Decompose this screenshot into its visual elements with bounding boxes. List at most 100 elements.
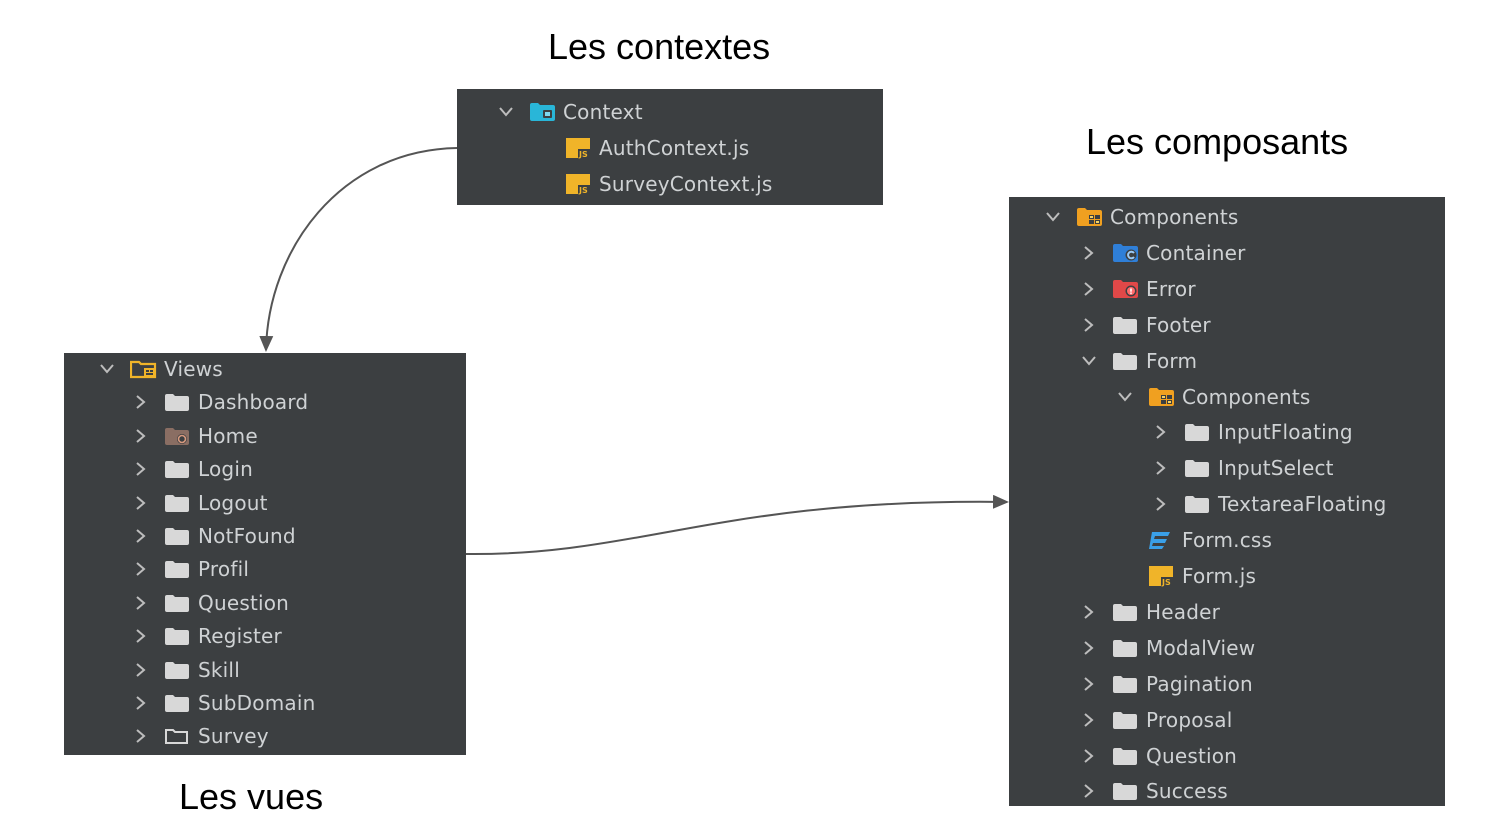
tree-row-question[interactable]: Question (1078, 741, 1237, 771)
js-file-icon: JS (565, 173, 593, 195)
chevron-right-icon[interactable] (130, 554, 152, 584)
tree-row-label: SubDomain (198, 691, 316, 715)
tree-row-label: Views (164, 357, 223, 381)
chevron-right-icon[interactable] (1150, 417, 1172, 447)
svg-text:JS: JS (578, 186, 588, 195)
tree-row-inputfloating[interactable]: InputFloating (1150, 417, 1353, 447)
tree-row-context[interactable]: Context (495, 97, 643, 127)
tree-row-register[interactable]: Register (130, 621, 282, 651)
folder-icon (1112, 314, 1140, 336)
js-file-icon: JS (1148, 565, 1176, 587)
tree-row-label: Header (1146, 599, 1221, 624)
folder-icon (1184, 421, 1212, 443)
tree-row-container[interactable]: Container (1078, 238, 1246, 268)
tree-row-proposal[interactable]: Proposal (1078, 705, 1233, 735)
tree-row-views[interactable]: Views (96, 354, 223, 384)
chevron-right-icon[interactable] (1078, 274, 1100, 304)
tree-row-label: Form.css (1182, 528, 1273, 553)
js-file-icon: JS (565, 137, 593, 159)
tree-row-subdomain[interactable]: SubDomain (130, 688, 315, 718)
tree-row-error[interactable]: Error (1078, 274, 1196, 304)
chevron-right-icon[interactable] (130, 621, 152, 651)
chevron-down-icon[interactable] (1078, 346, 1100, 376)
tree-row-footer[interactable]: Footer (1078, 310, 1211, 340)
tree-row-textareafloating[interactable]: TextareaFloating (1150, 489, 1387, 519)
chevron-right-icon[interactable] (130, 721, 152, 751)
chevron-right-icon[interactable] (1078, 310, 1100, 340)
chevron-right-icon[interactable] (1078, 776, 1100, 806)
chevron-down-icon[interactable] (1114, 382, 1136, 412)
tree-row-skill[interactable]: Skill (130, 655, 240, 685)
tree-row-pagination[interactable]: Pagination (1078, 669, 1253, 699)
tree-row-header[interactable]: Header (1078, 597, 1220, 627)
chevron-right-icon[interactable] (130, 688, 152, 718)
tree-row-form[interactable]: Form (1078, 346, 1197, 376)
tree-row-label: Proposal (1146, 707, 1233, 732)
chevron-down-icon[interactable] (1042, 202, 1064, 232)
tree-row-dashboard[interactable]: Dashboard (130, 387, 308, 417)
chevron-right-icon[interactable] (1078, 669, 1100, 699)
chevron-right-icon[interactable] (1150, 489, 1172, 519)
chevron-right-icon[interactable] (1150, 453, 1172, 483)
tree-row-label: Home (198, 423, 258, 448)
folder-icon (1112, 745, 1140, 767)
tree-row-label: ModalView (1146, 635, 1256, 660)
chevron-right-icon[interactable] (130, 521, 152, 551)
tree-row-survey[interactable]: Survey (130, 721, 269, 751)
error-folder-icon (1112, 278, 1140, 300)
folder-icon (164, 458, 192, 480)
folder-icon (164, 592, 192, 614)
tree-row-label: NotFound (198, 524, 296, 548)
tree-row-label: Error (1146, 276, 1196, 301)
tree-row-success[interactable]: Success (1078, 776, 1228, 806)
folder-icon (1112, 350, 1140, 372)
tree-row-label: InputSelect (1218, 456, 1334, 481)
chevron-right-icon[interactable] (1078, 633, 1100, 663)
tree-row-label: Question (198, 590, 290, 615)
tree-row-login[interactable]: Login (130, 454, 253, 484)
svg-text:JS: JS (578, 150, 588, 159)
container-folder-icon (1112, 242, 1140, 264)
tree-row-home[interactable]: Home (130, 421, 258, 451)
tree-row-components[interactable]: Components (1114, 382, 1311, 412)
chevron-right-icon[interactable] (130, 387, 152, 417)
tree-row-label: Container (1146, 240, 1246, 265)
chevron-right-icon[interactable] (1078, 238, 1100, 268)
css-file-icon (1148, 529, 1176, 551)
tree-row-authcontext-js[interactable]: JS AuthContext.js (531, 133, 749, 163)
tree-row-label: Register (198, 624, 282, 649)
chevron-right-icon[interactable] (130, 454, 152, 484)
components-folder-icon (1076, 206, 1104, 228)
chevron-right-icon[interactable] (1078, 741, 1100, 771)
folder-icon (1184, 457, 1212, 479)
tree-row-logout[interactable]: Logout (130, 488, 268, 518)
tree-row-label: Context (563, 100, 643, 124)
tree-row-label: InputFloating (1218, 420, 1353, 445)
tree-row-modalview[interactable]: ModalView (1078, 633, 1255, 663)
tree-row-form-css[interactable]: Form.css (1114, 525, 1272, 555)
chevron-right-icon[interactable] (130, 488, 152, 518)
folder-icon (164, 558, 192, 580)
chevron-right-icon[interactable] (130, 655, 152, 685)
tree-row-components[interactable]: Components (1042, 202, 1239, 232)
context-folder-icon (529, 101, 557, 123)
tree-row-question[interactable]: Question (130, 588, 289, 618)
chevron-down-icon[interactable] (495, 97, 517, 127)
tree-row-notfound[interactable]: NotFound (130, 521, 296, 551)
chevron-right-icon[interactable] (130, 421, 152, 451)
caption-contexts: Les contextes (548, 26, 771, 67)
tree-row-inputselect[interactable]: InputSelect (1150, 453, 1334, 483)
chevron-down-icon[interactable] (96, 354, 118, 384)
tree-row-label: Footer (1146, 312, 1211, 337)
chevron-right-icon[interactable] (1078, 597, 1100, 627)
tree-row-profil[interactable]: Profil (130, 554, 249, 584)
folder-icon (164, 492, 192, 514)
chevron-right-icon[interactable] (130, 588, 152, 618)
tree-row-label: AuthContext.js (599, 136, 750, 160)
chevron-right-icon[interactable] (1078, 705, 1100, 735)
